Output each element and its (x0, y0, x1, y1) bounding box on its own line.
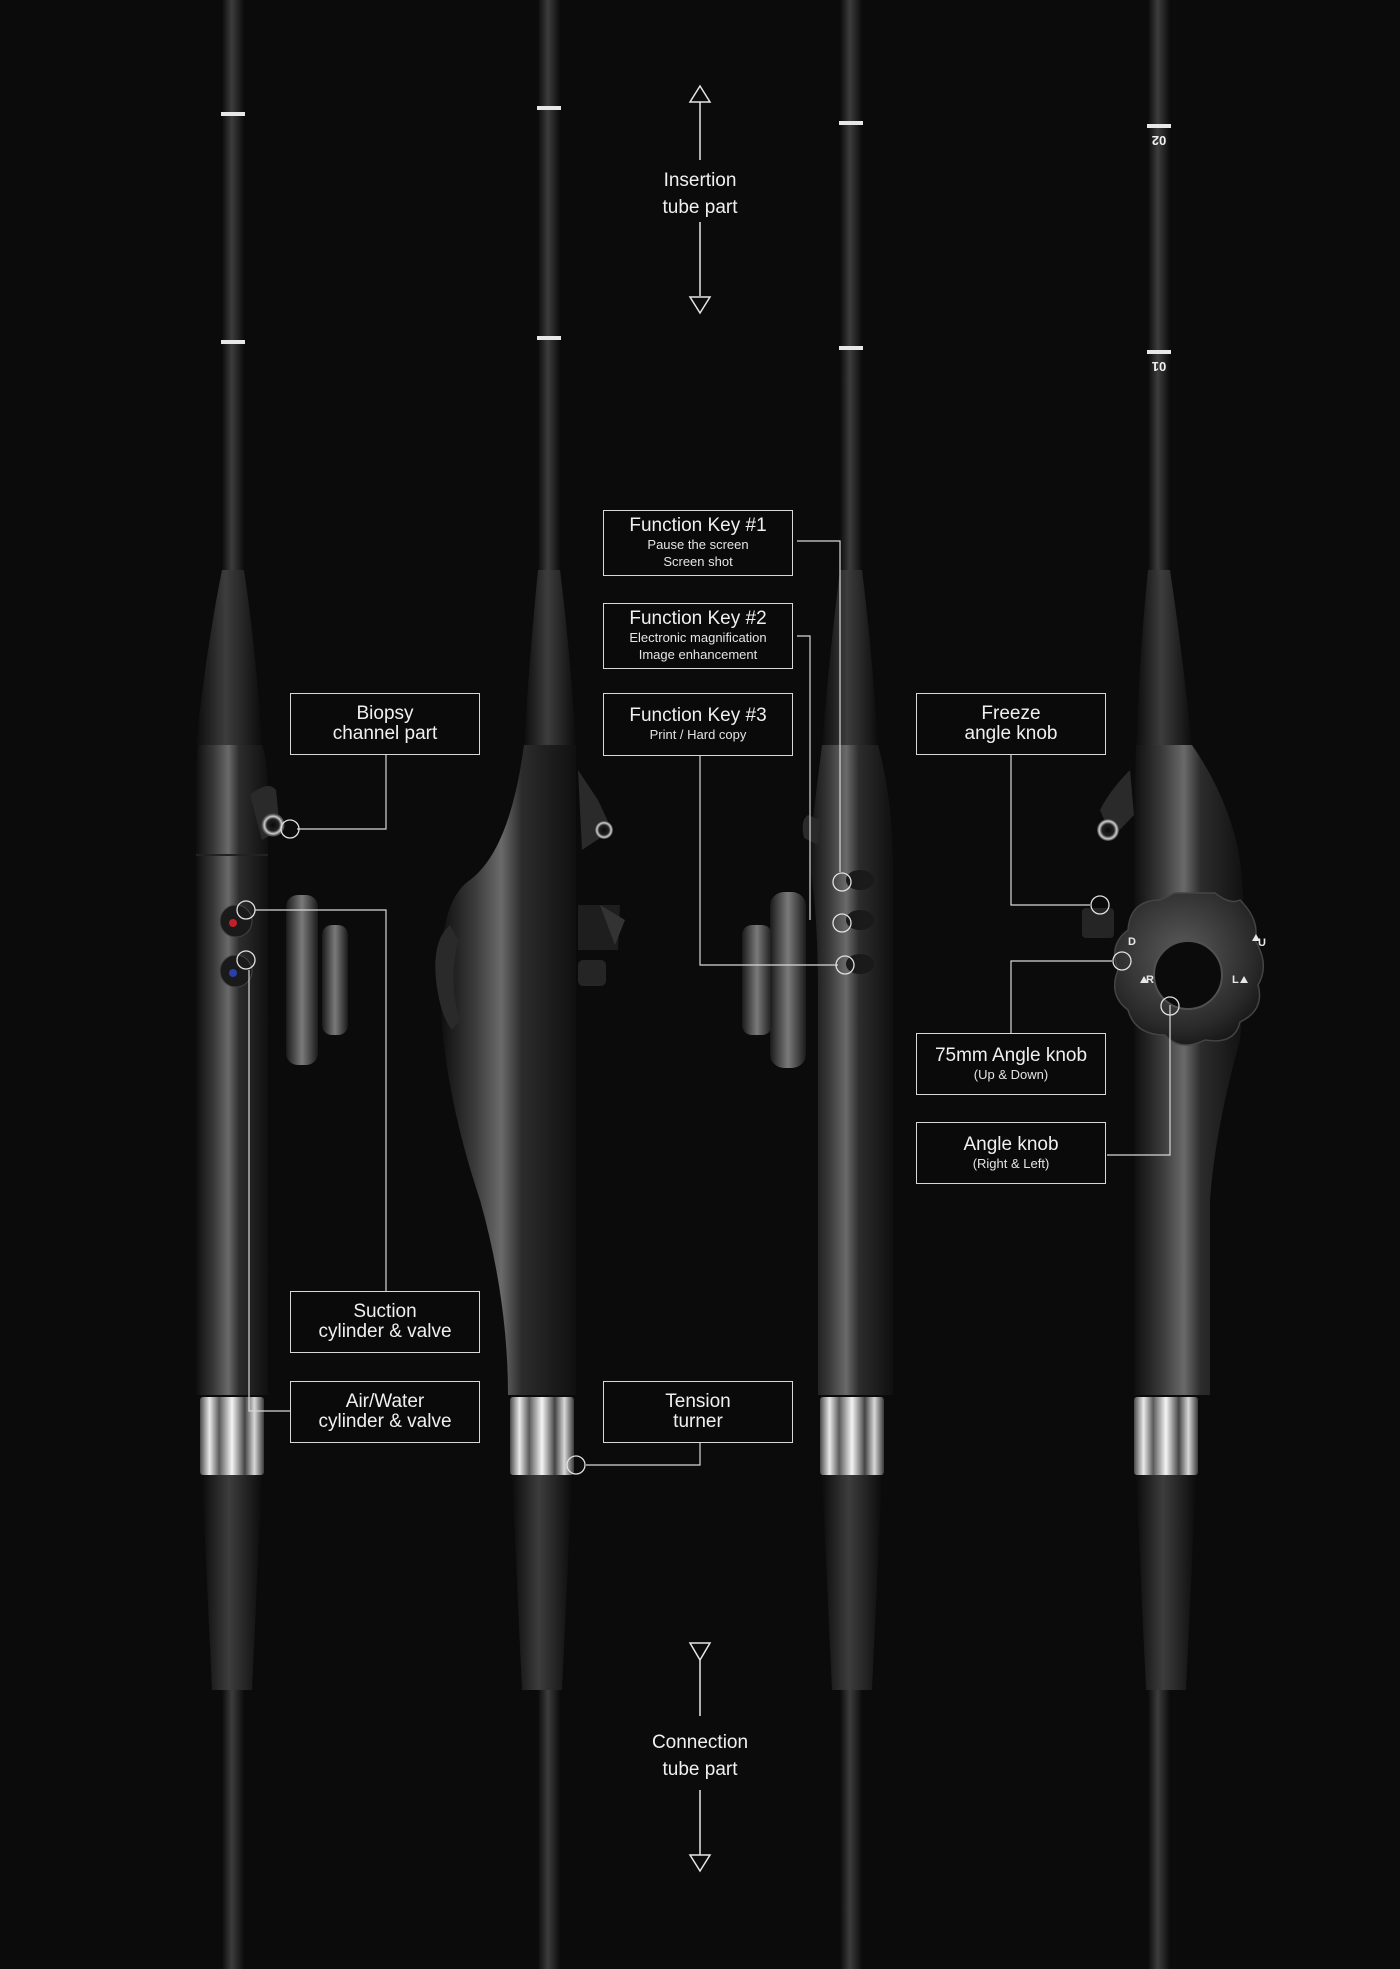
label-function-key-1: Function Key #1 Pause the screen Screen … (603, 510, 793, 576)
label-function-key-3: Function Key #3 Print / Hard copy (603, 693, 793, 756)
connection-tube-text: Connection tube part (651, 1732, 749, 1780)
insertion-tube-text: Insertion tube part (662, 170, 738, 218)
endoscope-left (196, 0, 348, 1969)
knob-letter-up: U (1258, 937, 1266, 949)
insertion-arrow (688, 84, 712, 315)
label-tension-turner: Tension turner (603, 1381, 793, 1443)
connection-arrow (688, 1642, 712, 1873)
label-biopsy-channel: Biopsy channel part (290, 693, 480, 755)
knob-letter-right: R (1146, 974, 1154, 986)
label-updown-angle-knob: 75mm Angle knob (Up & Down) (916, 1033, 1106, 1095)
endoscope-function-keys-side (742, 0, 893, 1969)
endoscope-angle-knob-side: 02 01 U R L D (1082, 0, 1266, 1969)
label-freeze-angle-knob: Freeze angle knob (916, 693, 1106, 755)
leader-lines (248, 540, 1171, 1466)
tube-marking-lower: 01 (1152, 359, 1166, 374)
endoscope-side-profile (435, 0, 625, 1969)
tube-marking-upper: 02 (1152, 133, 1166, 148)
leader-points (236, 819, 1180, 1475)
label-rightleft-angle-knob: Angle knob (Right & Left) (916, 1122, 1106, 1184)
label-air-water-valve: Air/Water cylinder & valve (290, 1381, 480, 1443)
knob-letter-left: L (1232, 974, 1239, 986)
label-function-key-2: Function Key #2 Electronic magnification… (603, 603, 793, 669)
knob-letter-down: D (1128, 936, 1136, 948)
label-suction-valve: Suction cylinder & valve (290, 1291, 480, 1353)
